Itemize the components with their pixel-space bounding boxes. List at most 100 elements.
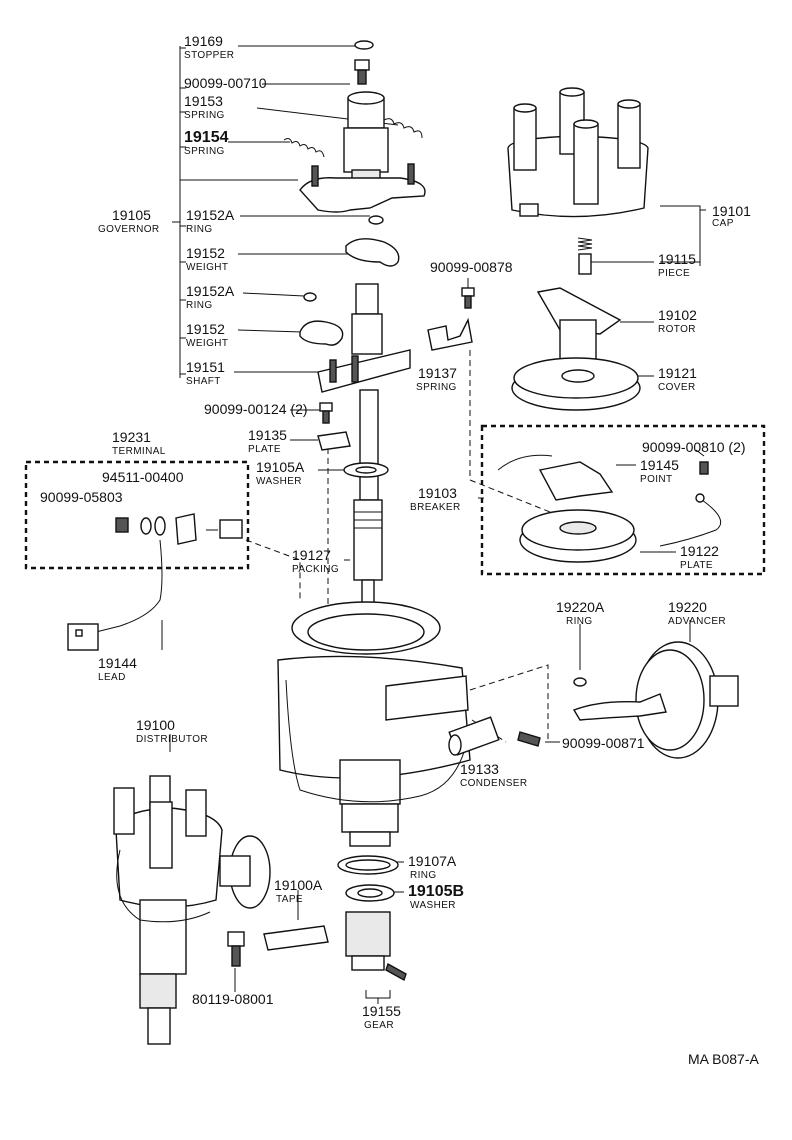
rotor-19102 [536, 287, 622, 361]
label-19145-number: 19145 [640, 457, 679, 473]
screw-90099-00710 [354, 59, 370, 85]
terminal-parts [115, 513, 243, 545]
label-19100-number: 19100 [136, 717, 175, 733]
label-19105-name: GOVERNOR [98, 224, 160, 235]
label-19133-number: 19133 [460, 761, 499, 777]
label-19231-name: TERMINAL [112, 446, 166, 457]
label-19151-name: SHAFT [186, 376, 221, 387]
label-19100-name: DISTRIBUTOR [136, 734, 208, 745]
washer-19105B [345, 884, 395, 902]
distributor-cap-19101 [507, 87, 649, 218]
label-19137-name: SPRING [416, 382, 457, 393]
label-19153-number: 19153 [184, 93, 223, 109]
label-19154-number: 19154 [184, 129, 229, 146]
label-19105-number: 19105 [112, 207, 151, 223]
washer-19105A [343, 462, 389, 478]
label-19220A-name: RING [566, 616, 593, 627]
leader-lines [161, 45, 706, 1004]
label-19135-name: PLATE [248, 444, 281, 455]
cover-19121 [511, 357, 641, 411]
label-80119-08001: 80119-08001 [192, 991, 274, 1007]
label-19155-name: GEAR [364, 1020, 394, 1031]
ring-19107A [337, 855, 399, 875]
label-19169-number: 19169 [184, 33, 223, 49]
label-90099-00878: 90099-00878 [430, 259, 513, 275]
plate-19135 [317, 431, 351, 451]
breaker-group-box [480, 424, 766, 576]
label-19152A-lower-name: RING [186, 300, 213, 311]
ring-19152A-upper [368, 215, 384, 225]
label-19152-upper-name: WEIGHT [186, 262, 228, 273]
points-19145 [497, 454, 709, 501]
governor-assembly [283, 91, 426, 213]
stopper-part [354, 40, 374, 50]
label-90099-00871: 90099-00871 [562, 735, 645, 751]
label-19169-name: STOPPER [184, 50, 234, 61]
label-19102-name: ROTOR [658, 324, 696, 335]
label-19105B-number: 19105B [408, 883, 464, 900]
ring-19220A [573, 677, 587, 687]
label-19121-number: 19121 [658, 365, 697, 381]
label-19127-name: PACKING [292, 564, 339, 575]
label-19127-number: 19127 [292, 547, 331, 563]
ring-19152A-lower [303, 292, 317, 302]
piece-19115 [577, 237, 593, 275]
label-19103-name: BREAKER [410, 502, 461, 513]
label-19154-name: SPRING [184, 146, 225, 157]
label-19155-number: 19155 [362, 1003, 401, 1019]
advancer-19220 [572, 641, 739, 759]
screw-90099-00124 [319, 402, 333, 424]
label-19122-name: PLATE [680, 560, 713, 571]
label-19115-number: 19115 [658, 251, 696, 267]
label-19152A-lower-number: 19152A [186, 283, 235, 299]
terminal-group-box [24, 460, 250, 570]
tape-19100A [263, 925, 329, 951]
label-19107A-name: RING [410, 870, 437, 881]
label-19133-name: CONDENSER [460, 778, 528, 789]
label-19100A-name: TAPE [276, 894, 303, 905]
label-19101-name: CAP [712, 218, 734, 229]
condenser-19133 [448, 716, 500, 756]
label-19220-number: 19220 [668, 599, 707, 615]
screw-90099-00878 [461, 287, 475, 309]
weight-19152-upper [345, 238, 400, 267]
label-19220A-number: 19220A [556, 599, 605, 615]
label-90099-00710: 90099-00710 [184, 75, 267, 91]
label-19103-number: 19103 [418, 485, 457, 501]
bolt-80119-08001 [227, 931, 245, 967]
weight-19152-lower [299, 320, 344, 346]
label-19107A-number: 19107A [408, 853, 457, 869]
label-19102-number: 19102 [658, 307, 697, 323]
label-19152-lower-name: WEIGHT [186, 338, 228, 349]
label-19152-upper-number: 19152 [186, 245, 225, 261]
lead-wire [67, 539, 163, 651]
label-19231-number: 19231 [112, 429, 151, 445]
label-19101-number: 19101 [712, 203, 751, 219]
label-19151-number: 19151 [186, 359, 225, 375]
label-19145-name: POINT [640, 474, 673, 485]
label-19152A-upper-number: 19152A [186, 207, 235, 223]
label-19153-name: SPRING [184, 110, 225, 121]
label-19135-number: 19135 [248, 427, 287, 443]
figure-code: MA B087-A [688, 1051, 759, 1067]
label-19144-number: 19144 [98, 655, 137, 671]
gear-19155 [345, 911, 407, 982]
label-94511-00400: 94511-00400 [102, 469, 184, 485]
part-labels: 19169 STOPPER 90099-00710 19153 SPRING 1… [40, 33, 759, 1067]
label-19100A-number: 19100A [274, 877, 323, 893]
spring-19137 [427, 317, 473, 351]
label-19144-name: LEAD [98, 672, 126, 683]
screw-90099-00871 [517, 731, 541, 747]
label-19121-name: COVER [658, 382, 696, 393]
distributor-housing [277, 601, 471, 847]
label-19105A-number: 19105A [256, 459, 305, 475]
label-19152-lower-number: 19152 [186, 321, 225, 337]
breaker-plate-19122 [519, 493, 722, 563]
label-19105B-name: WASHER [410, 900, 456, 911]
label-19152A-upper-name: RING [186, 224, 213, 235]
label-90099-00810: 90099-00810 (2) [642, 439, 746, 455]
label-90099-05803: 90099-05803 [40, 489, 123, 505]
label-90099-00124: 90099-00124 (2) [204, 401, 308, 417]
label-19105A-name: WASHER [256, 476, 302, 487]
